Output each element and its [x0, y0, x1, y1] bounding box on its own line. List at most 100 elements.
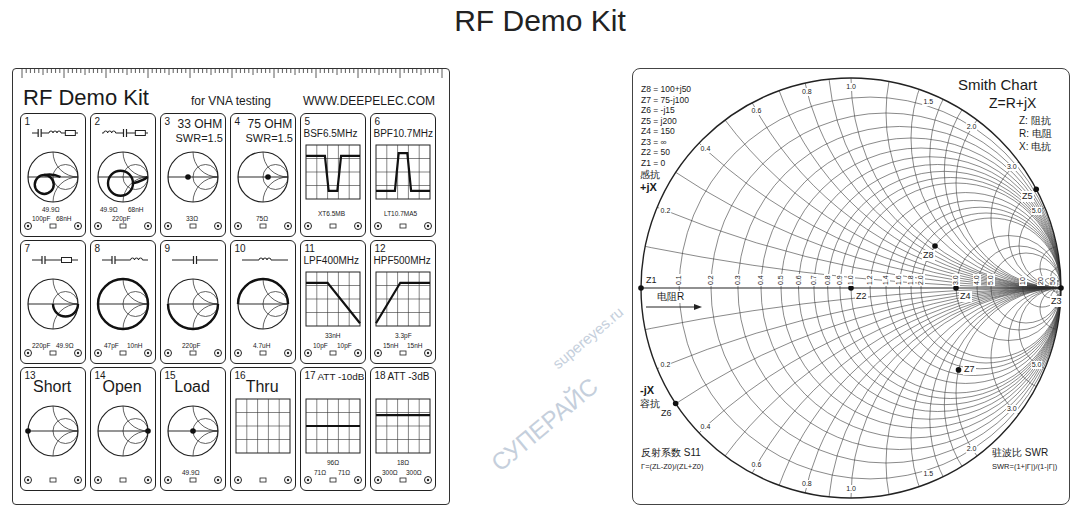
resistor-symbol: [135, 131, 145, 136]
cell-title: 75 OHM: [248, 117, 293, 131]
sma-connector: [305, 350, 312, 357]
callout-number: 5: [305, 116, 311, 128]
component-value: 71Ω: [338, 469, 350, 477]
ruler-tick: [374, 69, 375, 73]
sma-connector: [217, 225, 219, 227]
ruler-tick: [122, 69, 123, 73]
ruler-tick: [286, 69, 287, 73]
sma-connector: [357, 225, 359, 227]
ruler-tick: [395, 69, 396, 73]
real-axis: [238, 177, 288, 178]
callout-number: 6: [375, 116, 381, 128]
reactance-arc: [53, 304, 103, 354]
ruler-tick: [135, 69, 136, 73]
component-pad: [260, 351, 266, 355]
component-value: 71Ω: [314, 469, 326, 477]
reactance-arc: [991, 148, 1080, 288]
ruler-tick: [156, 69, 157, 73]
reactance-value: 3.0: [1006, 163, 1018, 171]
ruler-tick: [332, 69, 333, 73]
test-cell: 16Thru: [230, 367, 296, 491]
sma-connector: [427, 225, 429, 227]
ruler-tick: [185, 69, 186, 73]
cell-title: Open: [103, 377, 142, 396]
sma-connector: [375, 350, 382, 357]
component-value: 100pF: [32, 215, 50, 223]
ruler-tick: [206, 69, 207, 73]
ruler-tick: [211, 69, 212, 75]
component-value: LT10.7MA5: [384, 210, 417, 218]
resistance-value: 0.8: [824, 274, 832, 286]
component-pad: [330, 351, 336, 355]
reactance-value: 2.0: [966, 445, 978, 453]
component-pad: [120, 478, 126, 482]
sma-connector: [145, 223, 152, 230]
ruler-tick: [26, 69, 27, 73]
sma-connector: [285, 477, 292, 484]
component-pad: [260, 478, 266, 482]
axis-caption: +jX: [640, 181, 657, 194]
ruler-tick: [76, 69, 77, 73]
sma-connector: [357, 352, 359, 354]
real-axis: [238, 304, 288, 305]
callout-number: 12: [375, 243, 386, 255]
response-trace: [376, 153, 430, 191]
smith-outline: [28, 279, 78, 329]
impedance-dot: [190, 428, 196, 434]
reactance-value: 0.2: [660, 361, 672, 369]
ruler-tick: [72, 69, 73, 73]
reactance-arc: [944, 55, 1080, 288]
sma-connector: [147, 352, 149, 354]
cell-title: LPF400MHz: [304, 255, 360, 267]
reactance-value: 3.0: [1006, 405, 1018, 413]
ruler-tick: [341, 69, 342, 73]
ruler-tick: [190, 69, 191, 78]
sma-connector: [27, 352, 29, 354]
sma-connector: [375, 477, 382, 484]
cell-title: ATT -10dB: [318, 371, 365, 383]
component-pad: [400, 224, 406, 228]
reactance-arc: [123, 177, 173, 227]
component-value: 49.9Ω: [56, 342, 74, 350]
capacitor-symbol: [44, 256, 45, 264]
point-label: Z3: [1050, 296, 1063, 307]
kit-card: RF Demo Kitfor VNA testingWWW.DEEPELEC.C…: [12, 68, 450, 505]
ruler-tick: [400, 69, 401, 78]
sma-connector: [425, 477, 432, 484]
ruler-tick: [379, 69, 380, 75]
ruler-tick: [215, 69, 216, 73]
smith-outline: [238, 152, 288, 202]
ruler-tick: [244, 69, 245, 73]
impedance-dot: [265, 174, 271, 180]
point-label: Z2: [855, 291, 868, 302]
real-axis: [168, 304, 218, 305]
test-cell: 12HPF500MHz: [370, 240, 436, 364]
wire: [172, 260, 218, 261]
reactance-value: 1.5: [922, 470, 934, 478]
test-cell: 7: [20, 240, 86, 364]
callout-number: 9: [165, 243, 171, 255]
component-value: 10pF: [337, 342, 352, 350]
sma-connector: [75, 223, 82, 230]
ruler-tick: [43, 69, 44, 75]
graph-frame: [306, 145, 360, 199]
resistance-value: 1.6: [895, 274, 903, 286]
point-label: Z6: [660, 408, 673, 419]
reactance-value: 5.0: [1031, 207, 1043, 215]
ruler-tick: [89, 69, 90, 73]
sma-connector: [167, 479, 169, 481]
reactance-arc: [799, 0, 1080, 288]
cell-title: BSF6.5MHz: [304, 128, 358, 140]
response-trace: [306, 156, 360, 191]
resistance-value: 3.0: [952, 274, 960, 286]
point-label: Z1: [645, 275, 658, 286]
ruler-tick: [261, 69, 262, 73]
sma-connector: [25, 350, 32, 357]
component-value: 49.9Ω: [182, 469, 200, 477]
reactance-arc: [641, 0, 1080, 288]
graph-grid: [236, 439, 290, 440]
ruler-tick: [85, 69, 86, 75]
graph-grid: [306, 412, 360, 413]
ruler-tick: [22, 69, 23, 78]
reactance-arc: [944, 288, 1080, 512]
